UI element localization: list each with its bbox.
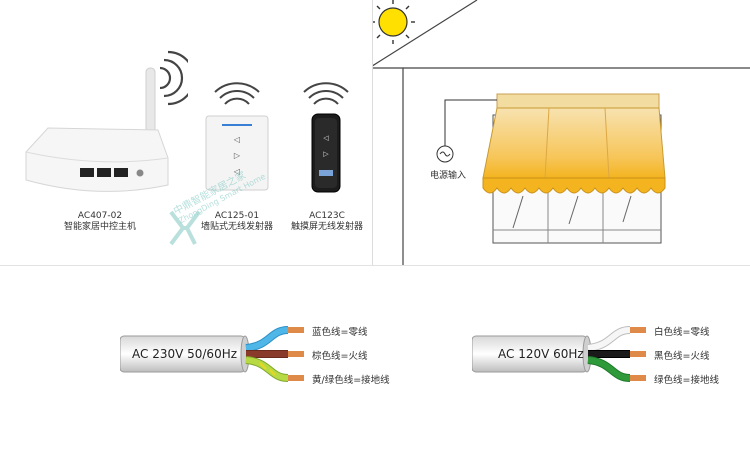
sun-icon: [373, 0, 415, 44]
router-image: [25, 50, 188, 192]
cable-230v-diagram: [120, 326, 304, 382]
wire-label-brown: 棕色线=火线: [312, 351, 368, 362]
svg-text:◁: ◁: [233, 135, 240, 144]
wire-label-green: 绿色线=接地线: [654, 375, 719, 386]
awning-diagram: [373, 0, 750, 265]
device-model: AC125-01: [214, 211, 260, 221]
devices-panel: ◁ ▷ ◁ ◁ ▷ AC407-02 智能家居中控主机 AC125-01 墙贴式…: [0, 0, 372, 265]
wire-label-blue: 蓝色线=零线: [312, 327, 368, 338]
device-label-wall-panel: AC125-01 墙贴式无线发射器: [192, 211, 282, 233]
wire-label-yellow-green: 黄/绿色线=接地线: [312, 375, 390, 386]
wall-panel-wifi-icon: [214, 82, 260, 105]
device-label-touch-remote: AC123C 触摸屏无线发射器: [282, 211, 372, 233]
wall-panel-image: ◁ ▷ ◁: [205, 82, 269, 191]
cable-120v-diagram: [472, 326, 646, 382]
section-divider: [0, 265, 750, 266]
svg-text:◁: ◁: [323, 134, 329, 142]
device-model: AC123C: [309, 211, 345, 221]
touch-remote-image: ◁ ▷: [303, 82, 349, 193]
cable-230v-label: AC 230V 50/60Hz: [132, 347, 238, 361]
touch-remote-wifi-icon: [303, 82, 349, 105]
wire-label-white: 白色线=零线: [654, 327, 710, 338]
watermark-logo: [169, 210, 201, 246]
router-wifi-icon: [159, 50, 188, 106]
cable-120v-label: AC 120V 60Hz: [498, 347, 584, 361]
panel-divider: [372, 0, 373, 265]
device-label-router: AC407-02 智能家居中控主机: [55, 211, 145, 233]
device-name: 智能家居中控主机: [63, 222, 136, 232]
device-name: 墙贴式无线发射器: [200, 222, 273, 232]
power-plug-icon: [436, 145, 454, 163]
device-name: 触摸屏无线发射器: [290, 222, 363, 232]
wire-label-black: 黑色线=火线: [654, 351, 710, 362]
svg-text:▷: ▷: [323, 150, 329, 158]
svg-text:◁: ◁: [233, 167, 240, 176]
device-model: AC407-02: [77, 211, 123, 221]
power-input-label: 电源输入: [430, 171, 467, 181]
svg-text:▷: ▷: [234, 151, 241, 160]
